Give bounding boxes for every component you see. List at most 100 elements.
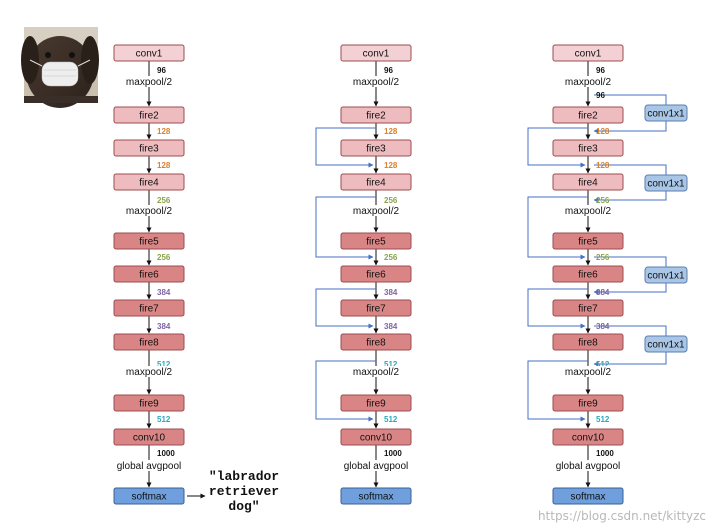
- complex-bypass-out: [593, 121, 667, 134]
- layer-box: [340, 232, 412, 250]
- channel-count: 128: [157, 127, 171, 136]
- column-simple-bypass: conv1fire2fire3fire4fire5fire6fire7fire8…: [315, 44, 415, 505]
- layer-fire7: fire7: [340, 299, 412, 317]
- channel-count: 512: [157, 360, 171, 369]
- layer-fire9: fire9: [340, 394, 412, 412]
- conv1x1-label: conv1x1: [647, 109, 685, 120]
- channel-count: 256: [384, 253, 398, 262]
- channel-count: 384: [384, 288, 398, 297]
- layer-fire9: fire9: [552, 394, 624, 412]
- layer-label-fire9: fire9: [139, 399, 159, 410]
- layer-box: [113, 232, 185, 250]
- simple-bypass-connection: [527, 127, 588, 168]
- channel-count: 128: [384, 127, 398, 136]
- op-label-maxpool: maxpool/2: [565, 77, 612, 88]
- layer-fire5: fire5: [340, 232, 412, 250]
- op-label-maxpool: maxpool/2: [126, 77, 173, 88]
- layer-box: [113, 394, 185, 412]
- layer-box: [113, 428, 185, 446]
- layer-box: [113, 487, 185, 505]
- channel-count: 256: [157, 196, 171, 205]
- prediction-line-3: dog": [228, 499, 259, 514]
- simple-bypass-connection: [315, 127, 376, 168]
- layer-label-fire6: fire6: [578, 270, 598, 281]
- layer-conv1: conv1: [113, 44, 185, 62]
- layer-fire7: fire7: [113, 299, 185, 317]
- layer-label-fire6: fire6: [366, 270, 386, 281]
- channel-count: 384: [157, 288, 171, 297]
- complex-bypass-in: [594, 164, 667, 175]
- layer-label-fire2: fire2: [139, 111, 159, 122]
- layer-fire9: fire9: [113, 394, 185, 412]
- op-label-maxpool: maxpool/2: [565, 367, 612, 378]
- channel-count: 256: [384, 196, 398, 205]
- column-complex-bypass: conv1x1conv1x1conv1x1conv1x1conv1fire2fi…: [527, 44, 688, 505]
- layer-conv10: conv10: [340, 428, 412, 446]
- simple-bypass-connection: [315, 360, 376, 422]
- layer-box: [340, 265, 412, 283]
- channel-count: 96: [384, 66, 393, 75]
- layer-box: [552, 428, 624, 446]
- channel-count: 512: [157, 415, 171, 424]
- simple-bypass-connection: [315, 288, 376, 329]
- conv1x1-box: conv1x1: [644, 335, 688, 353]
- complex-bypass-in: [594, 94, 667, 105]
- layer-label-conv1: conv1: [136, 49, 163, 60]
- layer-fire2: fire2: [340, 106, 412, 124]
- channel-count: 256: [157, 253, 171, 262]
- channel-count: 384: [157, 322, 171, 331]
- layer-box: [552, 232, 624, 250]
- simple-bypass-connection: [527, 360, 588, 422]
- input-image: [21, 27, 99, 108]
- channel-count: 96: [596, 91, 605, 100]
- layer-box: [340, 487, 412, 505]
- channel-count: 96: [596, 66, 605, 75]
- layer-label-fire4: fire4: [366, 178, 386, 189]
- complex-bypass-in: [594, 256, 667, 267]
- layer-label-fire9: fire9: [578, 399, 598, 410]
- layer-label-fire8: fire8: [578, 338, 598, 349]
- layer-box: [113, 44, 185, 62]
- op-label-maxpool: maxpool/2: [353, 77, 400, 88]
- layer-box: [552, 139, 624, 157]
- layer-label-conv10: conv10: [133, 433, 166, 444]
- layer-fire2: fire2: [113, 106, 185, 124]
- layer-box: [552, 299, 624, 317]
- layer-softmax: softmax: [340, 487, 412, 505]
- layer-box: [552, 173, 624, 191]
- layer-box: [113, 265, 185, 283]
- conv1x1-label: conv1x1: [647, 340, 685, 351]
- layer-label-fire7: fire7: [366, 304, 386, 315]
- layer-label-conv10: conv10: [572, 433, 605, 444]
- layer-box: [113, 173, 185, 191]
- prediction-line-2: retriever: [209, 484, 279, 499]
- layer-fire3: fire3: [340, 139, 412, 157]
- layer-label-fire3: fire3: [578, 144, 598, 155]
- conv1x1-box: conv1x1: [644, 104, 688, 122]
- column-vanilla-squeezenet: conv1fire2fire3fire4fire5fire6fire7fire8…: [110, 44, 206, 505]
- conv1x1-label: conv1x1: [647, 179, 685, 190]
- layer-label-fire8: fire8: [139, 338, 159, 349]
- layer-label-softmax: softmax: [570, 492, 605, 503]
- layer-label-fire4: fire4: [139, 178, 159, 189]
- channel-count: 384: [596, 288, 610, 297]
- layer-label-fire8: fire8: [366, 338, 386, 349]
- channel-count: 384: [384, 322, 398, 331]
- layer-softmax: softmax: [552, 487, 624, 505]
- op-label-maxpool: maxpool/2: [565, 206, 612, 217]
- layer-box: [113, 106, 185, 124]
- layer-label-fire5: fire5: [139, 237, 159, 248]
- layer-fire4: fire4: [552, 173, 624, 191]
- layer-fire8: fire8: [552, 333, 624, 351]
- layer-box: [340, 44, 412, 62]
- channel-count: 96: [157, 66, 166, 75]
- layer-box: [340, 428, 412, 446]
- op-label-global_avgpool: global avgpool: [117, 461, 182, 472]
- layer-box: [340, 173, 412, 191]
- layer-box: [552, 44, 624, 62]
- complex-bypass-out: [593, 283, 667, 295]
- layer-box: [113, 299, 185, 317]
- layer-fire6: fire6: [340, 265, 412, 283]
- layer-fire3: fire3: [113, 139, 185, 157]
- layer-softmax: softmax: [113, 487, 185, 505]
